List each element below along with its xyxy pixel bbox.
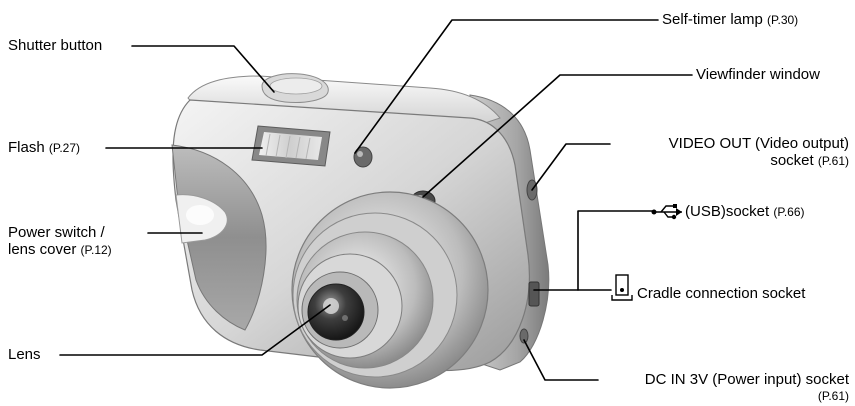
usb-socket-label: (USB)socket (P.66) (685, 203, 805, 220)
video-out-label: VIDEO OUT (Video output) socket (P.61) (668, 135, 849, 169)
viewfinder-window-label: Viewfinder window (696, 66, 820, 83)
cradle-socket-label: Cradle connection socket (637, 285, 806, 302)
video-leader (531, 143, 611, 191)
power-switch-label: Power switch / lens cover (P.12) (8, 224, 112, 258)
lens-label: Lens (8, 346, 41, 363)
usb-leader (533, 210, 654, 291)
leader-lines (59, 19, 693, 381)
flash-label: Flash (P.27) (8, 139, 80, 156)
self-timer-lamp-label: Self-timer lamp (P.30) (662, 11, 799, 28)
usb-symbol-icon (651, 204, 682, 220)
cradle-symbol-icon (611, 274, 633, 301)
dc-in-label: DC IN 3V (Power input) socket (P.61) (644, 371, 849, 403)
shutter-leader (131, 45, 275, 93)
viewfinder-leader (422, 74, 693, 198)
lens-leader (59, 304, 331, 356)
selftimer-leader (354, 19, 659, 154)
shutter-button-label: Shutter button (8, 37, 103, 54)
flash-window (251, 125, 331, 167)
dcin-leader (523, 339, 599, 381)
lens-assembly (291, 191, 489, 389)
